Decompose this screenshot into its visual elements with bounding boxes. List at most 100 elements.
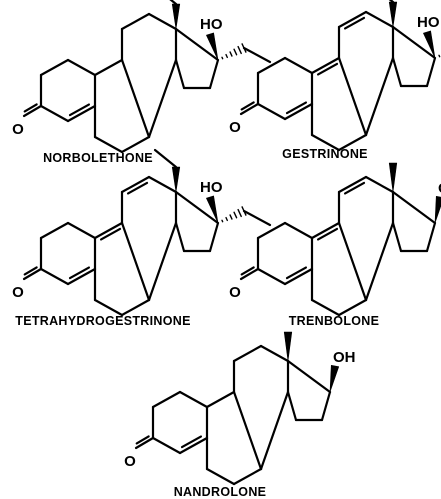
bond-c14-c15 xyxy=(286,390,298,422)
compound-name-nandrolone: NANDROLONE xyxy=(174,485,267,499)
bond-c12-c13 xyxy=(364,10,395,29)
structure-tetrahydrogestrinone: HO O xyxy=(12,148,272,317)
double-bond-c11-c12 xyxy=(126,181,149,195)
bond-c1-c2 xyxy=(39,58,70,77)
bond-c8-c9 xyxy=(337,221,368,302)
bond-ethyl-c17-terminal xyxy=(242,46,272,64)
wedge-c17-oh xyxy=(206,195,219,224)
wedge-c17-oh xyxy=(423,30,436,59)
wedge-c13-ethyl xyxy=(171,3,181,30)
hash-c17-ethynyl xyxy=(438,54,441,58)
bond-c11-c12 xyxy=(120,175,151,194)
bond-c3-c4 xyxy=(151,436,182,455)
double-bond-c4-c5 xyxy=(285,266,308,280)
bond-c14-c8 xyxy=(147,58,178,139)
bond-c11-c12 xyxy=(337,175,368,194)
hash-c17-ethyl xyxy=(221,206,247,223)
wedge-c13-ethyl xyxy=(171,166,181,193)
wedge-c13-methyl xyxy=(283,331,293,362)
bond-c12-c13 xyxy=(147,175,178,194)
atom-oxygen: O xyxy=(124,453,136,470)
bond-c1-c2 xyxy=(256,56,287,75)
wedge-c17-oh xyxy=(206,32,219,61)
bond-c3-c4 xyxy=(256,102,287,121)
bond-c3-o xyxy=(134,436,155,450)
wedge-c17-oh xyxy=(434,195,441,224)
double-bond-c9-c10 xyxy=(99,227,122,241)
bond-c9-c10 xyxy=(93,58,124,77)
bond-c4-c5 xyxy=(66,104,97,123)
hash-c17-ethyl xyxy=(221,43,247,60)
double-bond-c3-o xyxy=(240,266,255,276)
structure-nandrolone: OH O xyxy=(124,331,356,486)
atom-hydroxyl: HO xyxy=(200,16,223,33)
bond-c10-c1 xyxy=(283,56,314,75)
bond-c9-c10 xyxy=(310,221,341,240)
bond-ethyl-c13-terminal xyxy=(153,148,178,169)
bond-c8-c9 xyxy=(232,390,263,471)
bond-c3-o xyxy=(22,104,43,118)
atom-oxygen: O xyxy=(12,121,24,138)
bond-c11-c12 xyxy=(232,344,263,363)
double-bond-c3-o xyxy=(23,266,38,276)
bond-c3-c4 xyxy=(39,104,70,123)
bond-c14-c15 xyxy=(391,56,403,88)
bond-c3-o xyxy=(239,102,260,116)
wedge-c13-ethyl xyxy=(388,1,398,28)
atom-hydroxyl: HO xyxy=(417,14,440,31)
bond-c10-c1 xyxy=(178,390,209,409)
bond-c6-c7 xyxy=(310,133,341,152)
bond-c17-c13 xyxy=(391,190,437,225)
bond-c10-c1 xyxy=(66,58,97,77)
bond-c17-c13 xyxy=(174,27,220,62)
bond-c16-c17 xyxy=(208,58,220,90)
bond-c17-c13 xyxy=(286,359,332,394)
bond-c3-o xyxy=(239,267,260,281)
bond-c12-c13 xyxy=(364,175,395,194)
bond-c14-c15 xyxy=(174,58,186,90)
bond-c4-c5 xyxy=(283,267,314,286)
compound-name-norbolethone: NORBOLETHONE xyxy=(43,151,153,165)
bond-c1-c2 xyxy=(39,221,70,240)
bond-c14-c15 xyxy=(174,221,186,253)
bond-c16-c17 xyxy=(425,221,437,253)
bond-c10-c1 xyxy=(66,221,97,240)
bond-c17-c13 xyxy=(174,190,220,225)
bond-ethyl-c17-terminal xyxy=(242,209,272,227)
compound-name-tetrahydrogestrinone: TETRAHYDROGESTRINONE xyxy=(15,314,190,328)
bond-c16-c17 xyxy=(425,56,437,88)
bond-c4-c5 xyxy=(283,102,314,121)
bond-c4-c5 xyxy=(178,436,209,455)
bond-c3-c4 xyxy=(256,267,287,286)
bond-c7-c8 xyxy=(120,298,151,317)
bond-c3-o xyxy=(22,267,43,281)
bond-c4-c5 xyxy=(66,267,97,286)
bond-c14-c8 xyxy=(364,221,395,302)
bond-c1-c2 xyxy=(256,221,287,240)
atom-oxygen: O xyxy=(229,284,241,301)
bond-c14-c8 xyxy=(364,56,395,137)
bond-c7-c8 xyxy=(120,135,151,154)
bond-c16-c17 xyxy=(208,221,220,253)
atom-oxygen: O xyxy=(229,119,241,136)
structure-norbolethone: HO O xyxy=(12,0,272,154)
double-bond-c3-o xyxy=(23,103,38,113)
bond-c7-c8 xyxy=(232,467,263,486)
bond-c12-c13 xyxy=(147,12,178,31)
structure-trenbolone: OHO xyxy=(229,162,441,317)
double-bond-c3-o xyxy=(240,101,255,111)
atom-hydroxyl: HO xyxy=(200,179,223,196)
bond-c12-c13 xyxy=(259,344,290,363)
atom-hydroxyl: OH xyxy=(333,349,356,366)
bond-c14-c8 xyxy=(147,221,178,302)
wedge-c13-methyl xyxy=(388,162,398,193)
bond-c1-c2 xyxy=(151,390,182,409)
bond-c7-c8 xyxy=(337,133,368,152)
bond-c9-c10 xyxy=(93,221,124,240)
bond-c8-c9 xyxy=(120,58,151,139)
bond-c11-c12 xyxy=(120,12,151,31)
bond-c10-c1 xyxy=(283,221,314,240)
compound-name-trenbolone: TRENBOLONE xyxy=(289,314,380,328)
atom-oxygen: O xyxy=(12,284,24,301)
